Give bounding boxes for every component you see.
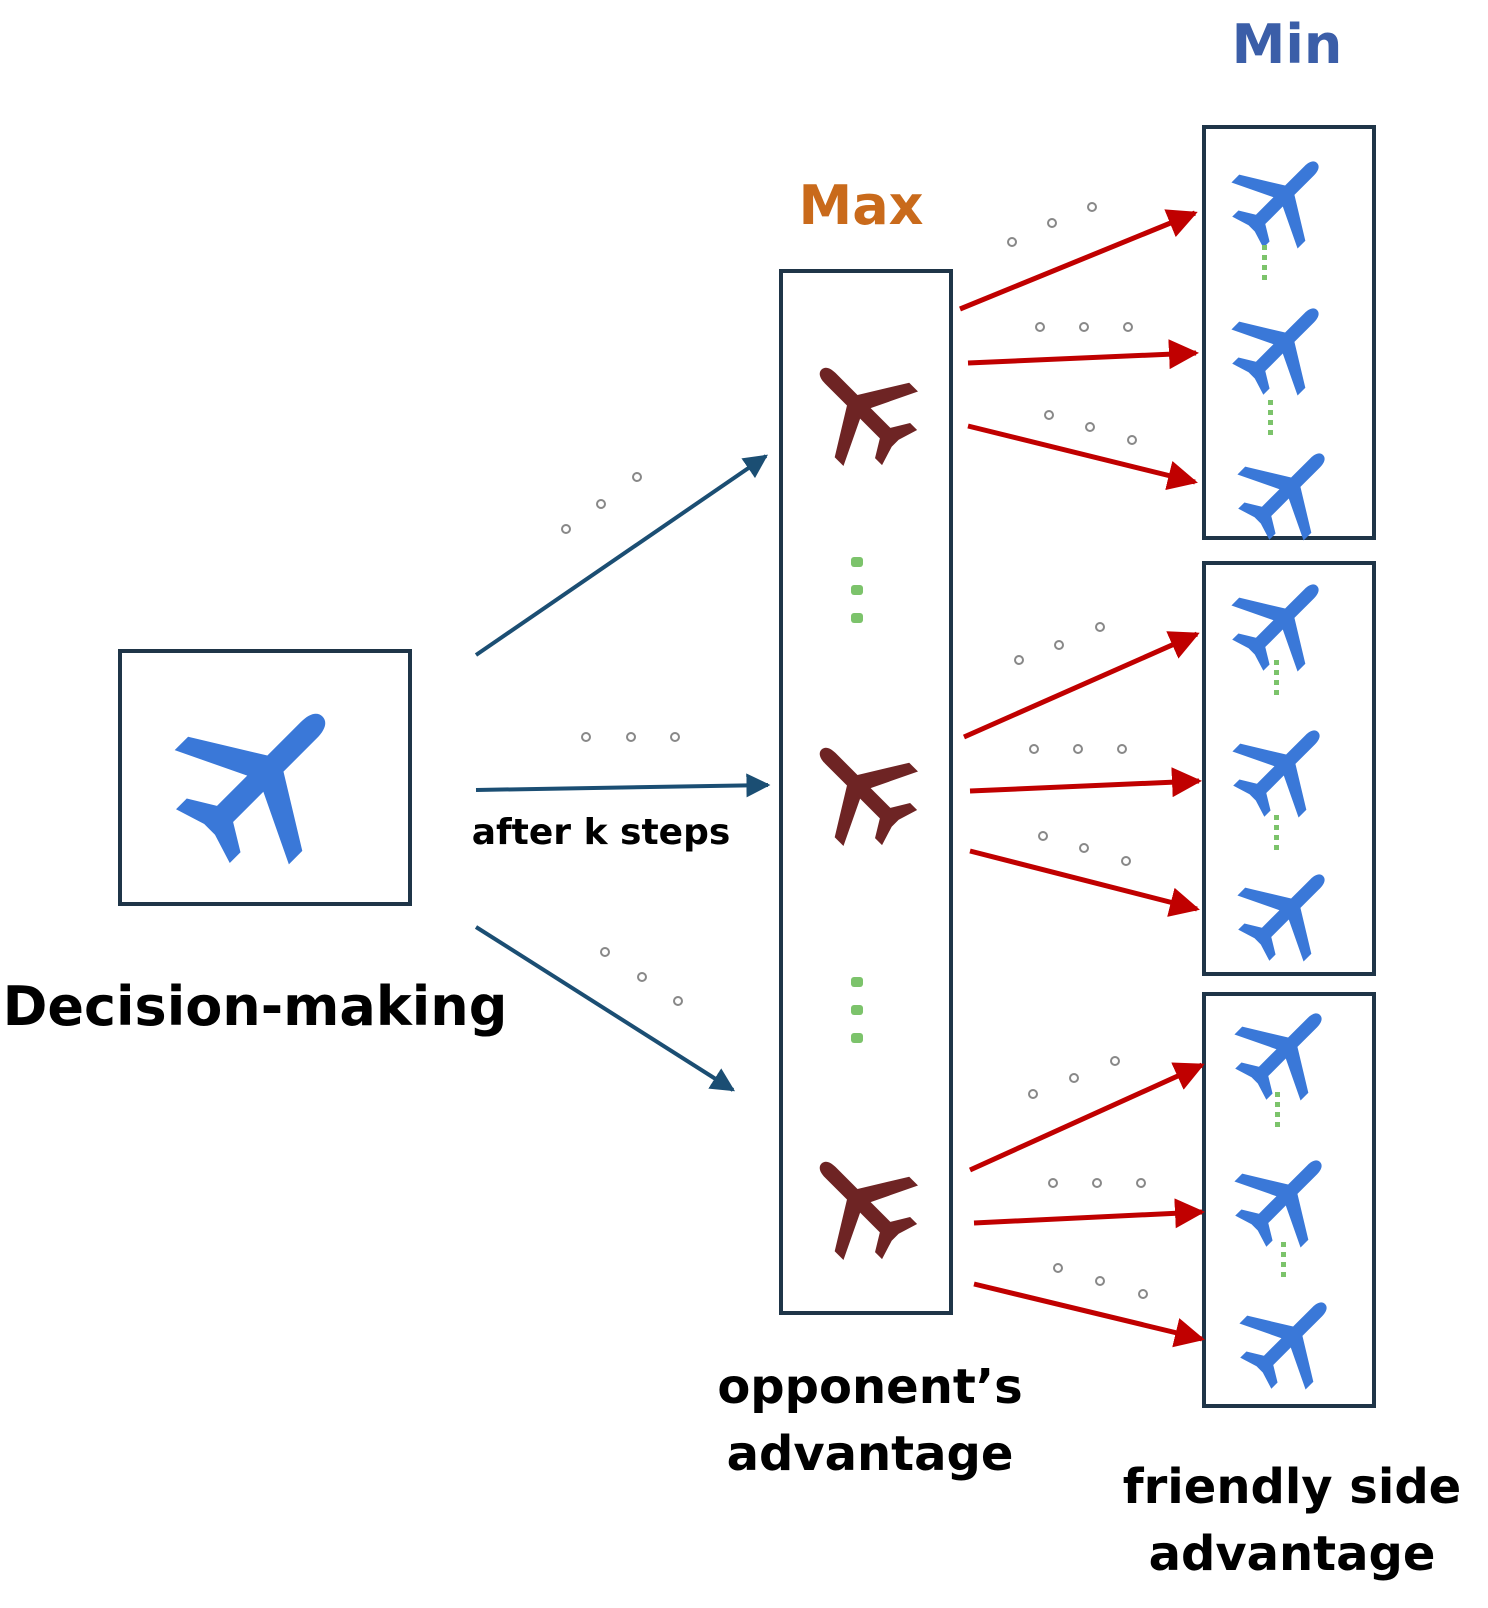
opponent-advantage-label-line1: opponent’s <box>717 1359 1022 1415</box>
friendly-vertical-ellipsis-icon-3 <box>1274 660 1279 695</box>
red-arrow-group <box>959 209 1205 1348</box>
red-arrow-2 <box>967 339 1199 370</box>
friendly-airplane-icon-4 <box>1214 552 1351 689</box>
after-k-steps-label: after k steps <box>472 812 731 853</box>
red-arrow-1 <box>959 209 1198 312</box>
friendly-ellipsis-group <box>1262 245 1286 1277</box>
red-arrow-7 <box>968 1062 1205 1173</box>
opponent-airplane-icon-2 <box>784 712 937 865</box>
ellipsis-icon-1 <box>561 472 642 534</box>
friendly-airplane-icon-1 <box>1214 129 1351 266</box>
friendly-airplane-icon-2 <box>1214 276 1351 413</box>
teal-arrow-upper <box>474 454 768 657</box>
ellipsis-icon-5 <box>1035 322 1133 332</box>
max-label: Max <box>798 174 923 237</box>
opponent-vertical-ellipsis-icon-1 <box>851 557 863 623</box>
ellipsis-icon-12 <box>1053 1263 1148 1299</box>
red-arrow-4 <box>962 631 1200 740</box>
ellipsis-icon-3 <box>600 947 683 1006</box>
teal-arrow-middle <box>475 773 771 798</box>
ellipsis-icon-9 <box>1038 831 1131 866</box>
decision-making-label: Decision-making <box>3 975 508 1038</box>
friendly-vertical-ellipsis-icon-6 <box>1281 1242 1286 1277</box>
ellipsis-icon-8 <box>1029 744 1127 754</box>
friendly-airplane-icon-7 <box>1217 981 1354 1118</box>
friendly-advantage-label-line2: advantage <box>1149 1526 1436 1582</box>
friendly-box-2 <box>1202 561 1376 976</box>
ellipsis-icon-7 <box>1014 622 1105 665</box>
red-arrow-5 <box>969 767 1202 798</box>
friendly-vertical-ellipsis-icon-5 <box>1275 1092 1280 1127</box>
opponent-vertical-ellipsis-icon-2 <box>851 977 863 1043</box>
red-arrow-3 <box>967 423 1198 491</box>
red-arrow-9 <box>973 1281 1205 1348</box>
gray-ellipsis-group <box>561 202 1148 1299</box>
opponent-box <box>779 269 953 1315</box>
friendly-vertical-ellipsis-icon-2 <box>1268 400 1273 435</box>
ellipsis-icon-4 <box>1007 202 1097 247</box>
friendly-advantage-label-line1: friendly side <box>1123 1459 1461 1515</box>
red-arrow-6 <box>969 848 1200 917</box>
ellipsis-icon-2 <box>581 732 680 742</box>
min-label: Min <box>1232 13 1343 76</box>
friendly-airplane-group <box>1214 129 1359 1407</box>
friendly-vertical-ellipsis-icon-4 <box>1274 815 1279 850</box>
decision-box <box>118 649 412 906</box>
friendly-airplane-icon-5 <box>1215 698 1352 835</box>
friendly-box-1 <box>1202 125 1376 540</box>
ellipsis-icon-6 <box>1044 410 1137 445</box>
teal-arrow-lower <box>474 925 736 1092</box>
opponent-airplane-icon-1 <box>784 332 937 485</box>
red-arrow-8 <box>973 1198 1205 1229</box>
friendly-airplane-icon-9 <box>1222 1270 1359 1407</box>
opponent-airplane-icon-3 <box>784 1126 937 1279</box>
opponent-advantage-label-line2: advantage <box>727 1426 1014 1482</box>
friendly-airplane-icon-6 <box>1220 842 1357 979</box>
ellipsis-icon-11 <box>1048 1178 1146 1188</box>
ellipsis-icon-10 <box>1028 1056 1120 1099</box>
decision-airplane-icon <box>145 659 380 894</box>
friendly-vertical-ellipsis-icon-1 <box>1262 245 1267 280</box>
